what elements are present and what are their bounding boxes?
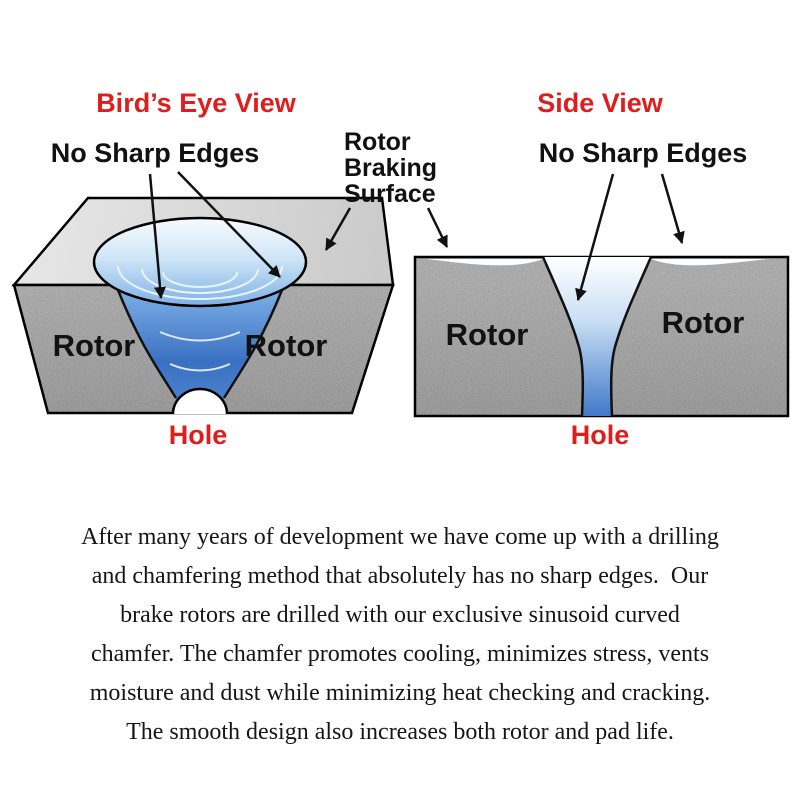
side-view-title: Side View (537, 88, 664, 118)
rotor-label-left: Rotor (53, 328, 136, 363)
funnel-right-wall (222, 289, 284, 399)
birds-eye-diagram: Rotor Rotor (11, 196, 395, 415)
no-sharp-edges-label-right: No Sharp Edges (539, 138, 748, 168)
side-view-diagram: Rotor Rotor (413, 255, 790, 418)
no-sharp-edges-label-left: No Sharp Edges (51, 138, 260, 168)
chamfer-contour-ring (162, 271, 238, 288)
chamfer-contour-ring (169, 363, 231, 372)
hole-exit-notch-outline (171, 387, 229, 415)
callout-arrow-no-sharp-edges-right-1 (575, 173, 615, 301)
channel-right-wall (609, 256, 653, 417)
description-paragraph: After many years of development we have … (0, 518, 800, 752)
channel-left-wall (541, 256, 585, 417)
paragraph-line: After many years of development we have … (81, 524, 719, 550)
callout-arrow-braking-surface-right (426, 207, 449, 248)
callout-arrow-no-sharp-edges-left-1 (148, 173, 167, 299)
rotor-label-right: Rotor (245, 328, 328, 363)
callout-arrow-no-sharp-edges-left-2 (177, 171, 281, 278)
paragraph-line: brake rotors are drilled with our exclus… (120, 602, 680, 628)
paragraph-line: chamfer. The chamfer promotes cooling, m… (90, 641, 710, 667)
rotor-label-left: Rotor (446, 317, 529, 352)
chamfer-bowl-opening (92, 216, 308, 308)
chamfer-contour-ring (159, 331, 241, 342)
rotor-braking-surface-line2: Braking (344, 154, 437, 182)
hole-channel (543, 257, 651, 416)
paragraph-line: and chamfering method that absolutely ha… (91, 563, 709, 589)
chamfer-contour-ring (117, 265, 283, 300)
paragraph-line: The smooth design also increases both ro… (126, 719, 674, 745)
braking-surface-chamfer-left (426, 259, 543, 266)
hole-label-left: Hole (169, 420, 228, 450)
birds-eye-title: Bird’s Eye View (96, 88, 297, 118)
hole-exit-notch (173, 389, 227, 414)
callout-arrow-braking-surface-left (324, 207, 352, 251)
rotor-braking-surface-line3: Surface (344, 180, 436, 208)
funnel-left-wall (116, 289, 178, 399)
hole-label-right: Hole (571, 420, 630, 450)
chamfer-funnel (118, 290, 282, 409)
rotor-label-right: Rotor (662, 305, 745, 340)
chamfer-contour-ring (141, 268, 259, 294)
callout-arrow-no-sharp-edges-right-2 (660, 173, 685, 244)
rotor-diagram: Rotor Rotor Rotor Rotor Bird’s Eye View … (11, 88, 790, 450)
braking-surface-chamfer-right (651, 259, 768, 266)
rotor-braking-surface-line1: Rotor (344, 128, 411, 156)
paragraph-line: moisture and dust while minimizing heat … (89, 680, 711, 706)
